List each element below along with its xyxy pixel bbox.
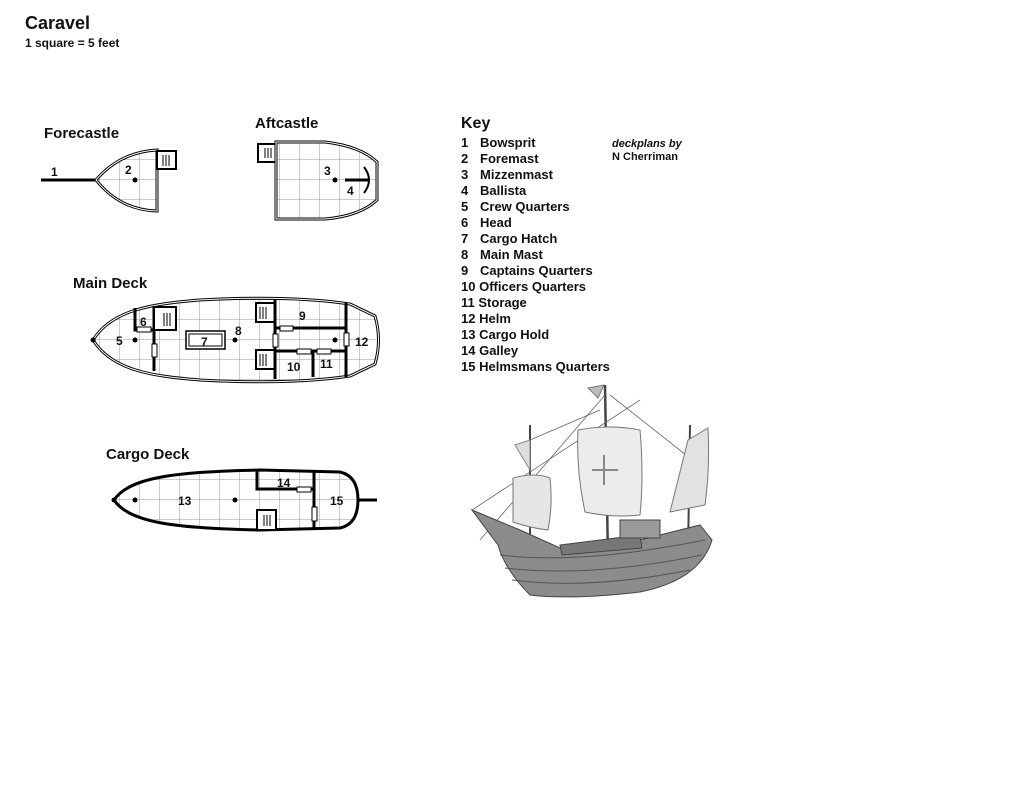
key-label: Cargo Hold: [479, 327, 550, 342]
stairs: [153, 306, 177, 331]
marker-9: 9: [299, 309, 306, 323]
door: [316, 348, 332, 355]
key-item: 7 Cargo Hatch: [461, 231, 610, 247]
credit-line-2: N Cherriman: [612, 151, 679, 163]
door: [272, 333, 279, 348]
key-label: Captains Quarters: [480, 263, 593, 278]
key-num: 6: [461, 215, 469, 230]
scale-note: 1 square = 5 feet: [25, 36, 120, 50]
key-item: 5 Crew Quarters: [461, 199, 610, 215]
key-num: 5: [461, 199, 469, 214]
key-item: 15 Helmsmans Quarters: [461, 359, 610, 375]
forecastle-plan: 1 2: [41, 148, 177, 213]
key-item: 13 Cargo Hold: [461, 327, 610, 343]
marker-15: 15: [330, 494, 344, 508]
key-num: 15: [461, 359, 476, 374]
key-item: 8 Main Mast: [461, 247, 610, 263]
key-item: 4 Ballista: [461, 183, 610, 199]
main-mast-dot: [232, 337, 238, 343]
key-item: 3 Mizzenmast: [461, 167, 610, 183]
aftcastle-plan: 3 4: [257, 140, 379, 221]
key-label: Bowsprit: [480, 135, 536, 150]
key-label: Officers Quarters: [479, 279, 587, 294]
marker-8: 8: [235, 324, 242, 338]
main-deck-plan: 5 6 7 8 9 10 11 12: [90, 296, 380, 384]
key-label: Foremast: [480, 151, 539, 166]
key-num: 2: [461, 151, 469, 166]
door: [296, 348, 312, 355]
page-title: Caravel: [25, 13, 91, 33]
door: [296, 486, 312, 493]
key-label: Ballista: [480, 183, 527, 198]
cargo-hatch: [185, 330, 226, 350]
key-label: Storage: [478, 295, 527, 310]
marker-1: 1: [51, 165, 58, 179]
key-num: 4: [461, 183, 469, 198]
key-label: Mizzenmast: [480, 167, 553, 182]
key-label: Helmsmans Quarters: [479, 359, 610, 374]
marker-5: 5: [116, 334, 123, 348]
door: [343, 332, 350, 347]
key-label: Crew Quarters: [480, 199, 570, 214]
key-title: Key: [461, 115, 491, 132]
key-num: 13: [461, 327, 476, 342]
marker-12: 12: [355, 335, 369, 349]
door: [279, 325, 294, 332]
mizzenmast-dot: [332, 177, 338, 183]
key-item: 10 Officers Quarters: [461, 279, 610, 295]
forecastle-label: Forecastle: [44, 125, 120, 142]
key-label: Head: [480, 215, 512, 230]
key-num: 14: [461, 343, 476, 358]
marker-4: 4: [347, 184, 354, 198]
marker-10: 10: [287, 360, 301, 374]
main-deck-label: Main Deck: [73, 275, 148, 292]
key-label: Cargo Hatch: [480, 231, 558, 246]
key-label: Main Mast: [480, 247, 543, 262]
key-item: 6 Head: [461, 215, 610, 231]
key-list: 1 Bowsprit 2 Foremast 3 Mizzenmast 4 Ballist…: [461, 135, 610, 375]
key-num: 9: [461, 263, 469, 278]
key-item: 14 Galley: [461, 343, 610, 359]
marker-7: 7: [201, 335, 208, 349]
aftcastle-label: Aftcastle: [255, 115, 319, 132]
key-item: 9 Captains Quarters: [461, 263, 610, 279]
cargo-deck-label: Cargo Deck: [106, 446, 190, 463]
key-label: Helm: [479, 311, 511, 326]
key-num: 3: [461, 167, 469, 182]
marker-11: 11: [320, 357, 333, 371]
key-num: 12: [461, 311, 476, 326]
key-label: Galley: [479, 343, 519, 358]
credit-line-1: deckplans by: [612, 138, 682, 150]
marker-6: 6: [140, 315, 147, 329]
foremast-dot: [132, 177, 138, 183]
marker-13: 13: [178, 494, 192, 508]
marker-14: 14: [277, 476, 291, 490]
key-num: 11: [461, 295, 475, 310]
caravel-ship-illustration: [470, 384, 713, 598]
marker-3: 3: [324, 164, 331, 178]
key-item: 2 Foremast: [461, 151, 610, 167]
key-num: 7: [461, 231, 469, 246]
key-item: 1 Bowsprit: [461, 135, 610, 151]
cargo-deck-plan: 13 14 15: [111, 468, 377, 532]
door: [311, 506, 318, 522]
stairs: [257, 143, 277, 163]
marker-2: 2: [125, 163, 132, 177]
key-num: 1: [461, 135, 469, 150]
key-item: 12 Helm: [461, 311, 610, 327]
key-num: 8: [461, 247, 469, 262]
door: [136, 326, 152, 333]
door: [151, 343, 158, 358]
key-num: 10: [461, 279, 476, 294]
key-item: 11 Storage: [461, 295, 610, 311]
